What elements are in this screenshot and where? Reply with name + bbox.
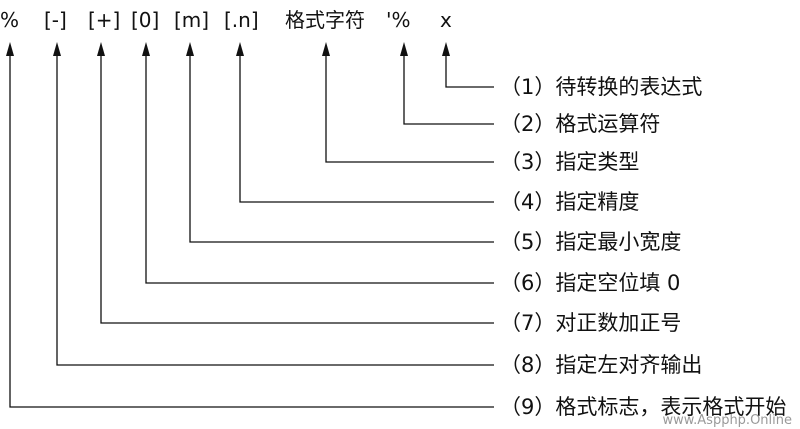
description-number: （7） <box>500 311 555 335</box>
description-number: （8） <box>500 353 555 377</box>
description-text: 对正数加正号 <box>555 311 681 335</box>
description-label-1: （1）待转换的表达式 <box>500 75 702 99</box>
arrowhead-1 <box>442 42 450 56</box>
format-token-8: '% <box>386 8 411 32</box>
format-token-7: 格式字符 <box>285 8 365 32</box>
watermark: www.Aspphp.Online <box>662 413 792 428</box>
description-text: 指定精度 <box>555 190 639 214</box>
connector-line-3 <box>325 54 494 163</box>
arrowhead-8 <box>53 42 61 56</box>
description-text: 待转换的表达式 <box>555 75 702 99</box>
description-label-2: （2）格式运算符 <box>500 112 660 136</box>
arrowhead-6 <box>142 42 150 56</box>
description-label-5: （5）指定最小宽度 <box>500 230 681 254</box>
arrowhead-9 <box>6 42 14 56</box>
description-label-8: （8）指定左对齐输出 <box>500 353 702 377</box>
description-label-3: （3）指定类型 <box>500 150 639 174</box>
connector-line-4 <box>239 54 494 203</box>
description-text: 指定类型 <box>555 150 639 174</box>
description-text: 指定左对齐输出 <box>555 353 702 377</box>
format-token-5: [m] <box>174 8 209 32</box>
description-number: （1） <box>500 75 555 99</box>
description-label-7: （7）对正数加正号 <box>500 311 681 335</box>
arrowhead-2 <box>400 42 408 56</box>
arrowhead-5 <box>186 42 194 56</box>
format-token-3: [+] <box>88 8 120 32</box>
connector-line-6 <box>145 54 494 284</box>
connector-line-5 <box>189 54 494 243</box>
format-token-9: x <box>440 8 452 32</box>
connector-line-9 <box>9 54 494 408</box>
description-label-4: （4）指定精度 <box>500 190 639 214</box>
description-text: 格式运算符 <box>555 112 660 136</box>
format-token-4: [0] <box>131 8 159 32</box>
description-text: 指定最小宽度 <box>555 230 681 254</box>
format-token-6: [.n] <box>224 8 259 32</box>
description-number: （4） <box>500 190 555 214</box>
connector-line-1 <box>445 54 494 88</box>
arrowhead-3 <box>322 42 330 56</box>
connector-line-8 <box>56 54 494 366</box>
format-token-2: [-] <box>44 8 67 32</box>
description-label-9: （9）格式标志，表示格式开始 <box>500 395 786 419</box>
description-text: 指定空位填 0 <box>555 271 680 295</box>
description-number: （6） <box>500 271 555 295</box>
arrowhead-4 <box>236 42 244 56</box>
description-text: 格式标志，表示格式开始 <box>555 395 786 419</box>
format-token-1: % <box>0 8 19 32</box>
description-label-6: （6）指定空位填 0 <box>500 271 680 295</box>
connector-line-2 <box>403 54 494 125</box>
arrowhead-7 <box>97 42 105 56</box>
description-number: （9） <box>500 395 555 419</box>
connector-line-7 <box>100 54 494 324</box>
description-number: （3） <box>500 150 555 174</box>
description-number: （5） <box>500 230 555 254</box>
description-number: （2） <box>500 112 555 136</box>
